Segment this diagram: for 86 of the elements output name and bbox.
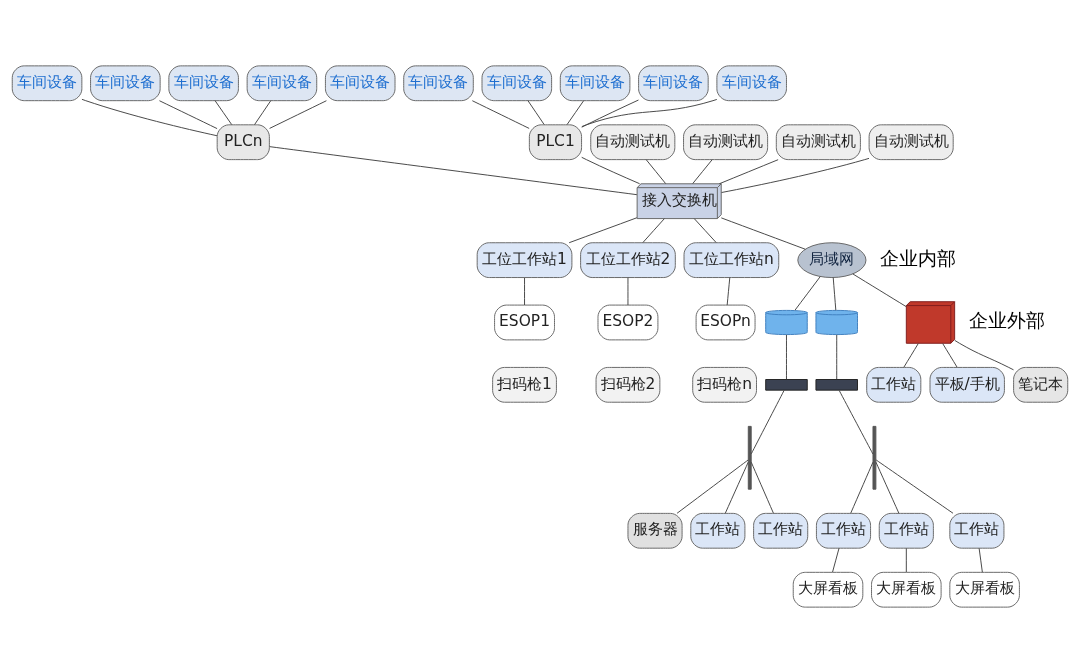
connector [676, 459, 749, 514]
connector [692, 158, 713, 184]
connector [524, 276, 526, 305]
node-box: 工作站 [690, 512, 746, 549]
connector [471, 99, 530, 129]
connector [214, 99, 233, 125]
label: 企业外部 [968, 309, 1045, 331]
node-box: ESOPn [695, 304, 756, 340]
connector [794, 275, 821, 311]
node-box [815, 378, 858, 391]
connector [750, 389, 785, 454]
node-box: 工位工作站n [683, 241, 780, 278]
connector [850, 461, 874, 514]
node-box: 自动测试机 [590, 123, 676, 160]
node-box: 车间设备 [559, 64, 631, 101]
node-box: 车间设备 [481, 64, 553, 101]
connector [642, 217, 665, 243]
connector [627, 276, 629, 305]
connector [838, 389, 874, 455]
node-box: 笔记本 [1013, 366, 1069, 403]
node-box: 扫码枪2 [595, 366, 661, 403]
node-box: 车间设备 [716, 64, 787, 101]
connector [721, 157, 870, 193]
connector [254, 99, 272, 125]
connector [581, 99, 639, 128]
connector [724, 461, 749, 514]
connector [786, 333, 787, 380]
node-box: 车间设备 [403, 64, 474, 101]
node-box: 扫码枪1 [492, 366, 557, 403]
connector [852, 272, 907, 307]
connector [720, 216, 806, 250]
connector [527, 99, 545, 125]
connector [750, 461, 774, 514]
node-box: PLC1 [528, 123, 583, 160]
node-box: 扫码枪n [692, 366, 757, 403]
connector [954, 339, 1015, 370]
node-box: 车间设备 [324, 64, 396, 101]
node-box: PLCn [216, 123, 270, 160]
connector [832, 547, 840, 573]
connector [832, 276, 837, 311]
node-box: 车间设备 [638, 64, 709, 101]
node-box: 车间设备 [246, 64, 318, 101]
connector [158, 99, 218, 129]
connector [726, 276, 731, 305]
node-box: 工位工作站2 [580, 241, 676, 278]
node-box: 工作站 [815, 512, 872, 549]
node-box: 工作站 [753, 512, 809, 549]
connector [718, 158, 779, 184]
node-box: 大屏看板 [792, 571, 864, 608]
label: 企业内部 [879, 247, 956, 269]
node-box: 自动测试机 [868, 123, 954, 160]
connector [942, 342, 958, 368]
node-box: 大屏看板 [949, 571, 1020, 608]
node-box: ESOP2 [597, 304, 659, 340]
node-box: 大屏看板 [871, 571, 942, 608]
node-box: 自动测试机 [775, 123, 861, 160]
connector [581, 156, 641, 184]
connector [269, 145, 638, 195]
connector [836, 333, 838, 380]
node-box: 工位工作站1 [476, 241, 573, 278]
node-box: 工作站 [866, 366, 922, 403]
connector [81, 98, 218, 136]
connector [568, 216, 638, 243]
connector [566, 99, 585, 125]
connector [269, 99, 327, 129]
connector [875, 461, 900, 514]
node-box: 工作站 [878, 512, 934, 549]
connector [905, 547, 907, 573]
node-box: 车间设备 [168, 64, 239, 101]
connector [693, 217, 717, 243]
connector [645, 158, 667, 184]
node-ellipse: 局域网 [797, 241, 867, 278]
node-box [765, 378, 808, 391]
connector [903, 342, 919, 368]
node-box: 平板/手机 [929, 366, 1005, 403]
node-box: 车间设备 [90, 64, 161, 101]
connector [875, 459, 954, 514]
node-bar [747, 425, 752, 490]
node-box: 车间设备 [11, 64, 83, 101]
node-box: 自动测试机 [683, 123, 769, 160]
connector [978, 547, 983, 573]
node-bar [872, 425, 877, 490]
node-box: 服务器 [627, 512, 683, 549]
node-box: 工作站 [949, 512, 1005, 549]
connector [581, 98, 718, 127]
node-box: ESOP1 [494, 304, 555, 340]
